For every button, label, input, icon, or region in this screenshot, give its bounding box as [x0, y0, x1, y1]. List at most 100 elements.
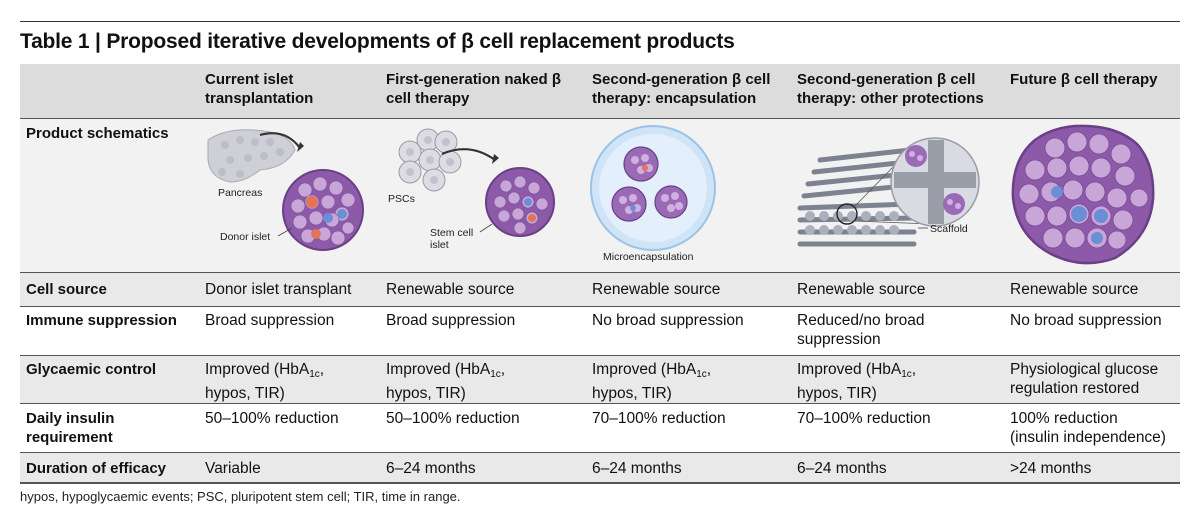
insulin-value: 70–100% reduction	[797, 409, 931, 428]
column-header-line: Second-generation β cell	[797, 71, 976, 88]
cell-line: hypos, TIR)	[386, 385, 466, 402]
arrow	[259, 132, 301, 149]
row-divider	[20, 272, 1180, 273]
column-header-line: Current islet	[205, 71, 294, 88]
cell-line: ,	[911, 361, 917, 378]
cell-line: Broad suppression	[386, 312, 516, 329]
stem-cell-islet-label: islet	[430, 239, 449, 251]
immune-value: Broad suppression	[386, 311, 515, 330]
scaffold-rods	[797, 147, 917, 247]
donor-islet-label: Donor islet	[220, 231, 270, 243]
cell-line: Reduced/no broad	[797, 312, 925, 329]
schematic-islet-transplant: Pancreas Donor islet	[200, 120, 380, 270]
cell-source-value: Renewable source	[386, 281, 515, 298]
column-header-current-islet: Current islet transplantation	[205, 70, 313, 108]
microencapsulation-label: Microencapsulation	[603, 251, 694, 263]
row-label-immune: Immune suppression	[26, 312, 177, 329]
row-label-duration: Duration of efficacy	[26, 460, 167, 477]
column-header-encapsulation: Second-generation β cell therapy: encaps…	[592, 70, 770, 108]
schematic-encapsulation: Microencapsulation	[585, 120, 785, 270]
cell-source-value: Donor islet transplant	[205, 281, 352, 298]
insulin-value: 100% reduction (insulin independence)	[1010, 409, 1166, 447]
table-footnote: hypos, hypoglycaemic events; PSC, plurip…	[20, 489, 461, 504]
row-divider	[20, 306, 1180, 307]
subscript: 1c	[901, 369, 912, 380]
column-header-line: cell therapy	[386, 90, 470, 107]
cell-line: hypos, TIR)	[205, 385, 285, 402]
cell-line: hypos, TIR)	[797, 385, 877, 402]
cell-line: 50–100% reduction	[205, 410, 339, 427]
subscript: 1c	[309, 369, 320, 380]
subscript: 1c	[696, 369, 707, 380]
subscript: 1c	[490, 369, 501, 380]
column-header-line: therapy: other protections	[797, 90, 984, 107]
column-header-future: Future β cell therapy	[1010, 70, 1158, 89]
header-background	[20, 64, 1180, 118]
cell-line: Improved (HbA	[386, 361, 491, 378]
insulin-value: 50–100% reduction	[386, 409, 520, 428]
column-header-first-gen: First-generation naked β cell therapy	[386, 70, 561, 108]
cell-line: No broad suppression	[1010, 312, 1162, 329]
cell-line: 70–100% reduction	[592, 410, 726, 427]
duration-value: 6–24 months	[797, 460, 887, 477]
column-header-other-protections: Second-generation β cell therapy: other …	[797, 70, 984, 108]
row-band-glycaemic	[20, 355, 1180, 403]
cell-line: (insulin independence)	[1010, 429, 1166, 446]
glycaemic-value: Improved (HbA1c, hypos, TIR)	[205, 360, 324, 403]
row-band-cell-source	[20, 272, 1180, 306]
future-therapy-illustration	[1011, 124, 1155, 265]
row-label-glycaemic: Glycaemic control	[26, 361, 157, 378]
glycaemic-value: Improved (HbA1c, hypos, TIR)	[592, 360, 711, 403]
naked-therapy-illustration: PSCs Stem cell islet	[388, 128, 555, 251]
cell-line: 70–100% reduction	[797, 410, 931, 427]
immune-value: Reduced/no broad suppression	[797, 311, 925, 349]
pancreas-label: Pancreas	[218, 187, 262, 199]
cell-source-value: Renewable source	[1010, 281, 1139, 298]
cell-line: 100% reduction	[1010, 410, 1118, 427]
cell-line: ,	[500, 361, 506, 378]
row-label-insulin: Daily insulin requirement	[26, 409, 114, 447]
cell-line: regulation restored	[1010, 380, 1140, 397]
top-rule	[20, 21, 1180, 22]
zoom-indicator	[836, 203, 858, 225]
cell-line: suppression	[797, 331, 881, 348]
row-label-cell-source: Cell source	[26, 281, 107, 298]
immune-value: No broad suppression	[592, 311, 744, 330]
row-band-duration	[20, 452, 1180, 482]
cell-source-value: Renewable source	[797, 281, 926, 298]
duration-value: Variable	[205, 460, 261, 477]
encapsulation-illustration: Microencapsulation	[590, 125, 716, 263]
row-label-line: requirement	[26, 429, 113, 446]
column-header-line: Future β cell therapy	[1010, 71, 1158, 88]
immune-value: No broad suppression	[1010, 311, 1162, 330]
glycaemic-value: Physiological glucose regulation restore…	[1010, 360, 1158, 398]
column-header-line: transplantation	[205, 90, 314, 107]
duration-value: 6–24 months	[386, 460, 476, 477]
cell-line: Improved (HbA	[797, 361, 902, 378]
encapsulated-islets	[611, 146, 688, 222]
glycaemic-value: Improved (HbA1c, hypos, TIR)	[797, 360, 916, 403]
cell-source-value: Renewable source	[592, 281, 721, 298]
duration-value: >24 months	[1010, 460, 1092, 477]
islet-transplant-illustration: Pancreas Donor islet	[207, 129, 364, 251]
cell-line: ,	[319, 361, 325, 378]
cell-line: Improved (HbA	[592, 361, 697, 378]
arrow	[441, 148, 496, 161]
column-header-line: Second-generation β cell	[592, 71, 771, 88]
row-label-schematics: Product schematics	[26, 125, 169, 142]
table-title: Table 1 | Proposed iterative development…	[20, 30, 735, 53]
cell-line: Physiological glucose	[1010, 361, 1159, 378]
row-divider	[20, 452, 1180, 453]
table-bottom-rule	[20, 482, 1180, 484]
scaffold-label: Scaffold	[930, 223, 968, 235]
cell-line: Broad suppression	[205, 312, 335, 329]
cell-line: ,	[706, 361, 712, 378]
cell-line: Improved (HbA	[205, 361, 310, 378]
duration-value: 6–24 months	[592, 460, 682, 477]
schematic-future-therapy	[1005, 120, 1180, 270]
row-label-line: Daily insulin	[26, 410, 115, 427]
insulin-value: 50–100% reduction	[205, 409, 339, 428]
header-bottom-rule	[20, 118, 1180, 119]
cell-line: hypos, TIR)	[592, 385, 672, 402]
cell-line: 50–100% reduction	[386, 410, 520, 427]
